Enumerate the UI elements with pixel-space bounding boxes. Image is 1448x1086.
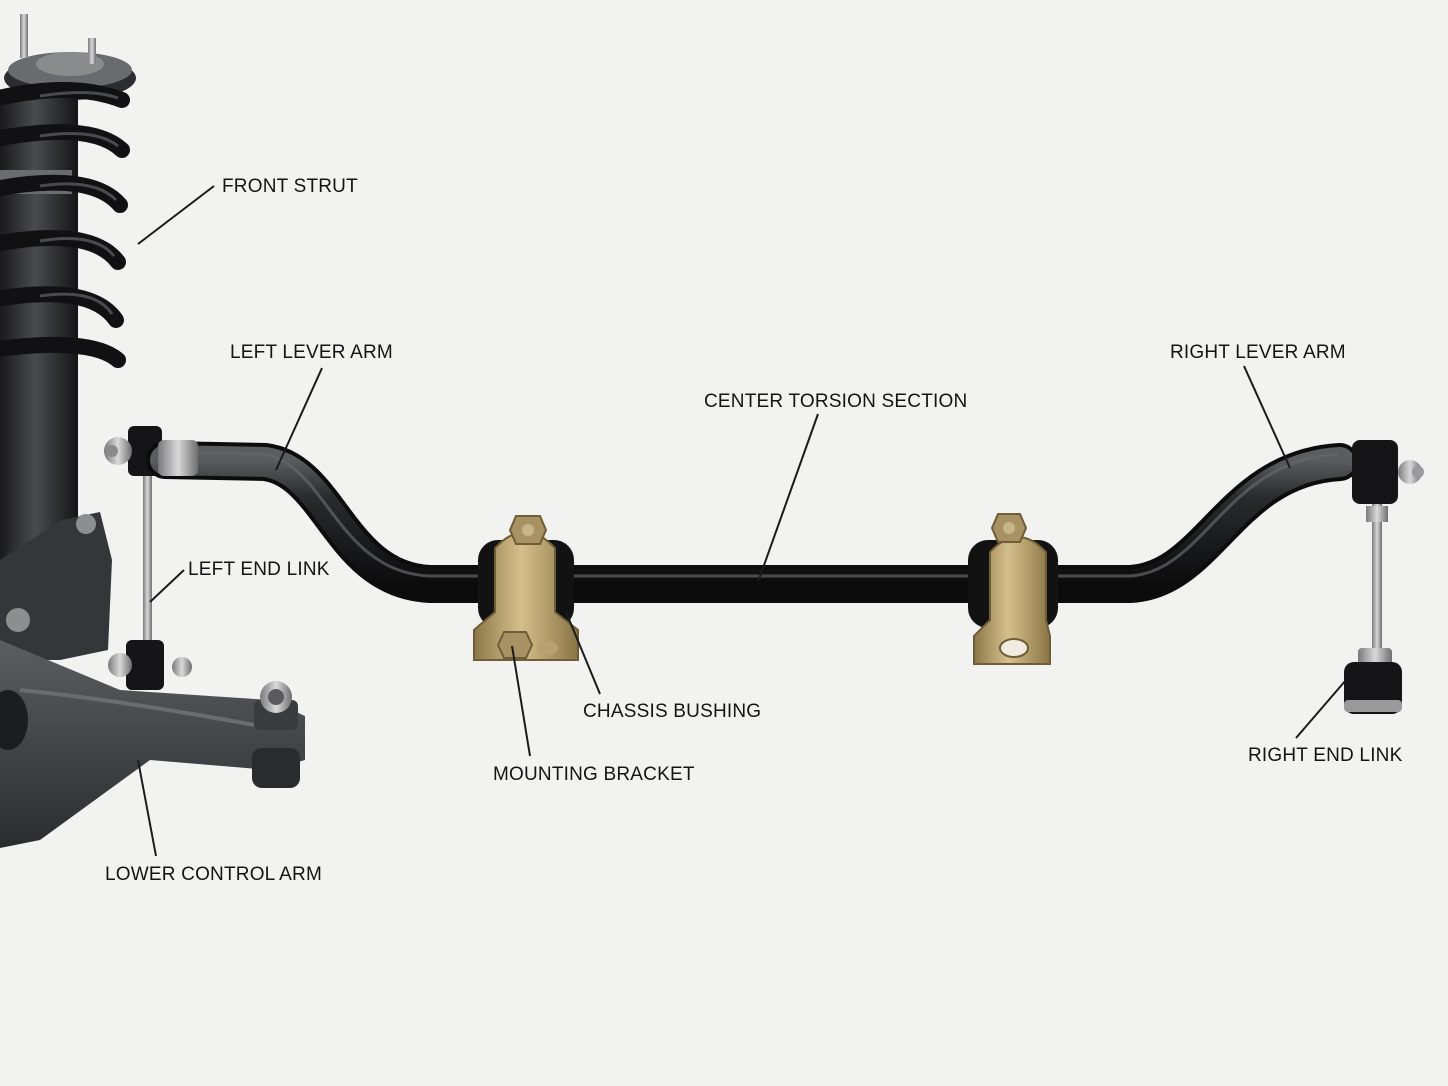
leader-chassis-bushing xyxy=(565,611,601,695)
label-lower-control-arm: LOWER CONTROL ARM xyxy=(105,864,322,885)
leader-lines xyxy=(137,185,1347,857)
label-front-strut: FRONT STRUT xyxy=(222,176,358,197)
leader-left-end-link xyxy=(149,569,185,603)
leader-center-torsion xyxy=(757,413,819,583)
leader-right-lever-arm xyxy=(1243,365,1291,469)
label-right-end-link: RIGHT END LINK xyxy=(1248,745,1403,766)
leader-right-end-link xyxy=(1295,679,1347,739)
left-bushing-assembly xyxy=(473,515,579,661)
leader-left-lever-arm xyxy=(275,367,323,471)
lower-control-arm xyxy=(0,640,305,848)
stabilizer-bar xyxy=(146,440,1359,603)
label-center-torsion-section: CENTER TORSION SECTION xyxy=(704,391,968,412)
right-bushing-assembly xyxy=(968,513,1058,665)
right-end-link xyxy=(1344,440,1424,714)
label-left-end-link: LEFT END LINK xyxy=(188,559,330,580)
front-strut xyxy=(0,14,136,660)
label-right-lever-arm: RIGHT LEVER ARM xyxy=(1170,342,1346,363)
leader-front-strut xyxy=(137,185,215,245)
leader-mounting-bracket xyxy=(511,645,531,757)
label-left-lever-arm: LEFT LEVER ARM xyxy=(230,342,393,363)
label-chassis-bushing: CHASSIS BUSHING xyxy=(583,701,762,722)
leader-lower-control-arm xyxy=(137,759,157,857)
label-mounting-bracket: MOUNTING BRACKET xyxy=(493,764,695,785)
